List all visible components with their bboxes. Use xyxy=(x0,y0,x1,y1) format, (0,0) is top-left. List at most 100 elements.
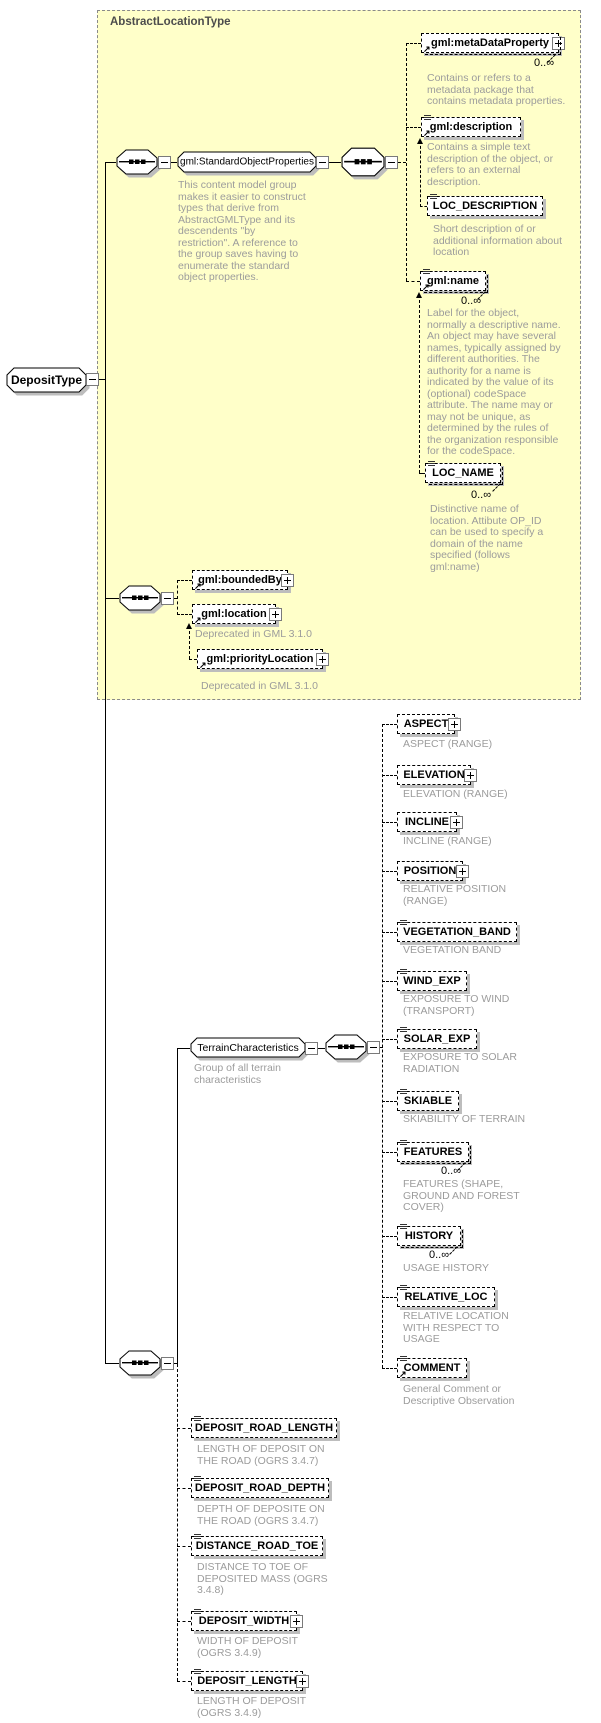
collapse-icon[interactable] xyxy=(385,156,398,169)
element-label: ASPECT xyxy=(403,718,449,730)
collapse-icon[interactable] xyxy=(367,1041,380,1054)
element-doc: LENGTH OF DEPOSIT (OGRS 3.4.9) xyxy=(197,1695,306,1719)
element-doc: Label for the object, normally a descrip… xyxy=(427,307,561,457)
element-comment[interactable]: COMMENT xyxy=(397,1356,467,1378)
element-relative-loc[interactable]: RELATIVE_LOC xyxy=(397,1285,495,1307)
sequence-icon[interactable] xyxy=(341,147,385,177)
sequence-icon[interactable] xyxy=(119,1350,161,1376)
element-skiable[interactable]: SKIABLE xyxy=(397,1089,459,1111)
annotation-icon xyxy=(423,269,430,270)
root-element-deposit-type[interactable]: DepositType xyxy=(6,367,87,393)
element-doc: SKIABILITY OF TERRAIN xyxy=(403,1113,526,1125)
connector-line-dashed xyxy=(177,1546,191,1547)
expand-icon[interactable] xyxy=(450,816,463,829)
element-label: DEPOSIT_ROAD_LENGTH xyxy=(194,1422,334,1434)
annotation-icon xyxy=(194,1669,201,1670)
element-gml-priority-location[interactable]: gml:priorityLocation xyxy=(197,649,329,670)
reference-arrow-icon xyxy=(422,283,430,292)
element-label: SOLAR_EXP xyxy=(403,1033,471,1045)
collapse-icon[interactable] xyxy=(86,373,99,386)
element-doc: INCLINE (RANGE) xyxy=(403,835,492,847)
element-doc: EXPOSURE TO SOLAR RADIATION xyxy=(403,1051,517,1075)
element-loc-name[interactable]: LOC_NAME xyxy=(425,461,503,485)
element-doc: DEPTH OF DEPOSITE ON THE ROAD (OGRS 3.4.… xyxy=(197,1503,325,1527)
collapse-icon[interactable] xyxy=(158,156,171,169)
element-label: SKIABLE xyxy=(403,1095,453,1107)
element-incline[interactable]: INCLINE xyxy=(397,812,463,832)
element-aspect[interactable]: ASPECT xyxy=(397,714,461,734)
expand-icon[interactable] xyxy=(552,37,565,50)
element-deposit-width[interactable]: DEPOSIT_WIDTH xyxy=(191,1609,303,1631)
connector-line xyxy=(105,598,119,599)
annotation-icon xyxy=(400,1089,407,1090)
expand-icon[interactable] xyxy=(296,1675,309,1688)
element-label: RELATIVE_LOC xyxy=(404,1291,488,1303)
group-terrain-characteristics[interactable]: TerrainCharacteristics xyxy=(190,1037,306,1058)
connector-line-dashed xyxy=(382,932,397,933)
occurrence-label: 0..∞ xyxy=(441,1165,462,1177)
element-doc: RELATIVE LOCATION WITH RESPECT TO USAGE xyxy=(403,1310,509,1345)
element-distance-road-toe[interactable]: DISTANCE_ROAD_TOE xyxy=(191,1534,323,1556)
element-deposit-length[interactable]: DEPOSIT_LENGTH xyxy=(191,1669,309,1691)
element-label: DEPOSIT_LENGTH xyxy=(197,1675,297,1687)
sequence-icon[interactable] xyxy=(325,1034,367,1060)
expand-icon[interactable] xyxy=(269,608,282,621)
substitution-line xyxy=(189,626,190,659)
element-meta-data-property[interactable]: gml:metaDataProperty xyxy=(421,33,565,55)
element-label: WIND_EXP xyxy=(403,975,461,987)
annotation-icon xyxy=(424,115,431,116)
element-deposit-road-depth[interactable]: DEPOSIT_ROAD_DEPTH xyxy=(191,1476,329,1498)
element-elevation[interactable]: ELEVATION xyxy=(397,765,477,785)
annotation-icon xyxy=(428,461,435,462)
connector-line-dashed xyxy=(406,127,421,128)
collapse-icon[interactable] xyxy=(316,156,329,169)
element-features[interactable]: FEATURES xyxy=(397,1140,471,1164)
element-gml-bounded-by[interactable]: gml:boundedBy xyxy=(192,570,294,590)
element-label: POSITION xyxy=(403,865,457,877)
element-doc: Deprecated in GML 3.1.0 xyxy=(201,680,318,692)
connector-line-dashed xyxy=(382,822,397,823)
annotation-icon xyxy=(400,1356,407,1357)
expand-icon[interactable] xyxy=(281,574,294,587)
element-position[interactable]: POSITION xyxy=(397,861,469,881)
element-doc: ASPECT (RANGE) xyxy=(403,738,493,750)
connector-line xyxy=(99,379,106,380)
collapse-icon[interactable] xyxy=(161,1357,174,1370)
connector-line-dashed xyxy=(177,1621,191,1622)
annotation-icon xyxy=(194,1476,201,1477)
connector-line-dashed xyxy=(406,43,407,281)
element-gml-location[interactable]: gml:location xyxy=(192,604,282,624)
element-deposit-road-length[interactable]: DEPOSIT_ROAD_LENGTH xyxy=(191,1416,337,1438)
element-gml-name[interactable]: gml:name xyxy=(420,269,488,293)
collapse-icon[interactable] xyxy=(161,592,174,605)
connector-line-dashed xyxy=(382,724,383,1368)
sequence-icon[interactable] xyxy=(119,585,161,611)
multi-instance-mark xyxy=(449,1246,458,1255)
connector-line-dashed xyxy=(380,1047,383,1048)
group-label: TerrainCharacteristics xyxy=(197,1041,299,1054)
connector-line-dashed xyxy=(382,1152,397,1153)
group-doc: This content model group makes it easier… xyxy=(178,179,306,283)
connector-line-dashed xyxy=(382,981,397,982)
expand-icon[interactable] xyxy=(464,769,477,782)
element-vegetation-band[interactable]: VEGETATION_BAND xyxy=(397,920,517,942)
expand-icon[interactable] xyxy=(290,1615,303,1628)
expand-icon[interactable] xyxy=(316,653,329,666)
element-loc-description[interactable]: LOC_DESCRIPTION xyxy=(427,194,543,216)
element-label: gml:location xyxy=(201,608,267,620)
element-wind-exp[interactable]: WIND_EXP xyxy=(397,969,467,991)
expand-icon[interactable] xyxy=(448,718,461,731)
group-standard-object-properties[interactable]: gml:StandardObjectProperties xyxy=(177,151,317,173)
expand-icon[interactable] xyxy=(456,865,469,878)
element-history[interactable]: HISTORY xyxy=(397,1224,463,1248)
collapse-icon[interactable] xyxy=(305,1042,318,1055)
sequence-icon[interactable] xyxy=(116,149,158,175)
annotation-icon xyxy=(400,1224,407,1225)
element-gml-description[interactable]: gml:description xyxy=(421,115,521,137)
reference-arrow-icon xyxy=(199,661,207,670)
element-doc: FEATURES (SHAPE, GROUND AND FOREST COVER… xyxy=(403,1178,520,1213)
connector-line xyxy=(105,162,106,1364)
element-label: LOC_DESCRIPTION xyxy=(432,200,538,212)
element-solar-exp[interactable]: SOLAR_EXP xyxy=(397,1027,477,1049)
